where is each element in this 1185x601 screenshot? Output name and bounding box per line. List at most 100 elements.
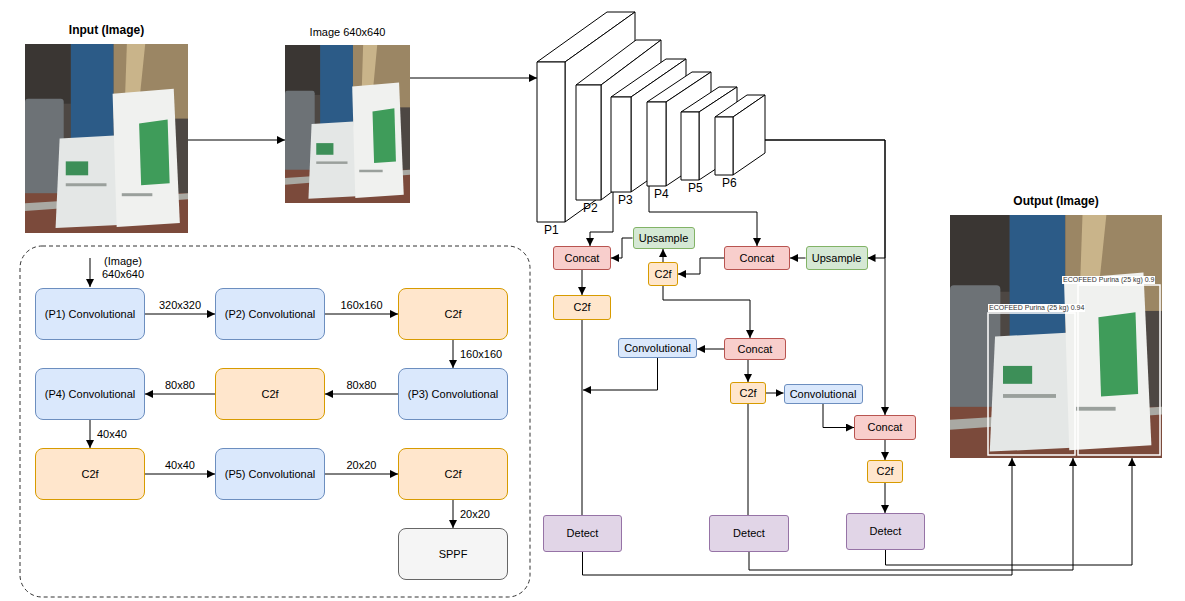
edge-label: 80x80 — [346, 379, 378, 392]
layer-label: P6 — [722, 177, 737, 191]
box-label: C2f — [444, 468, 461, 481]
detection-label: ECOFEED Purina (25 kg) 0.94 — [988, 304, 1085, 312]
connector — [823, 404, 854, 428]
block-face — [611, 97, 631, 192]
connector — [885, 483, 886, 513]
edge-label: 320x320 — [158, 299, 202, 312]
box-label: (P2) Convolutional — [225, 308, 316, 321]
block-face — [715, 117, 733, 175]
conv-box: (P5) Convolutional — [215, 448, 325, 500]
upsample-box: Upsample — [806, 246, 868, 270]
detect-box: Detect — [846, 513, 925, 550]
output-photo — [950, 215, 1162, 458]
image-node: Input (Image) — [25, 44, 188, 233]
box-label: Upsample — [639, 232, 689, 245]
connector — [325, 394, 398, 395]
image-node: Image 640x640 — [285, 45, 410, 203]
c2f-box: C2f — [553, 295, 611, 320]
box-label: Concat — [740, 252, 775, 265]
connector — [325, 474, 398, 475]
sppf-box: SPPF — [398, 528, 508, 580]
input-photo — [25, 44, 188, 233]
detect-box: Detect — [543, 515, 622, 552]
connector — [663, 286, 750, 338]
block-face — [681, 112, 699, 180]
c2f-box: C2f — [35, 448, 145, 500]
box-label: Concat — [738, 343, 773, 356]
connector — [885, 440, 886, 460]
block-face — [699, 87, 737, 180]
connector — [325, 314, 398, 315]
c2f-box: C2f — [215, 368, 325, 420]
connector — [748, 404, 749, 515]
connector — [582, 320, 583, 515]
box-label: (P5) Convolutional — [225, 468, 316, 481]
block-face — [647, 102, 666, 186]
connector — [583, 458, 1013, 575]
image-heading: Input (Image) — [69, 24, 144, 38]
box-label: Detect — [567, 527, 599, 540]
connector — [678, 258, 724, 274]
box-label: (P4) Convolutional — [45, 388, 136, 401]
c2f-box: C2f — [398, 288, 508, 340]
connector — [749, 458, 1073, 570]
box-label: Concat — [565, 252, 600, 265]
box-label: Upsample — [812, 252, 862, 265]
concat-box: Concat — [553, 246, 611, 270]
box-label: Convolutional — [624, 342, 691, 355]
conv-box: (P4) Convolutional — [35, 368, 145, 420]
box-label: Convolutional — [790, 388, 857, 401]
conv-box: Convolutional — [784, 384, 863, 404]
input-size-label: (Image) 640x640 — [97, 255, 149, 280]
image-heading: Output (Image) — [1013, 195, 1098, 209]
layer-label: P1 — [544, 224, 559, 238]
connector — [765, 140, 885, 258]
edge-label: 20x20 — [459, 508, 491, 521]
input-arrow — [90, 258, 91, 287]
detection-box — [1078, 285, 1160, 455]
image-node: Output (Image) — [950, 215, 1162, 458]
c2f-box: C2f — [730, 382, 766, 404]
connector — [583, 358, 658, 390]
connector — [90, 420, 91, 448]
connector — [188, 140, 285, 141]
connector — [410, 78, 537, 79]
connector — [766, 393, 784, 394]
resized-photo — [285, 45, 410, 203]
detect-box: Detect — [709, 515, 789, 552]
c2f-box: C2f — [648, 262, 678, 286]
connectors — [90, 78, 1132, 575]
edge-label: 40x40 — [164, 459, 196, 472]
block-outline — [715, 95, 765, 175]
c2f-box: C2f — [867, 460, 903, 483]
conv-box: (P1) Convolutional — [35, 288, 145, 340]
feature-map-block: P6 — [715, 95, 765, 175]
layer-label: P3 — [618, 194, 633, 208]
block-face — [576, 85, 601, 200]
connector — [663, 249, 664, 262]
edge-label: 160x160 — [459, 348, 503, 361]
connector — [582, 270, 583, 295]
connector — [453, 340, 454, 368]
box-label: Detect — [733, 527, 765, 540]
box-label: C2f — [261, 388, 278, 401]
connector — [765, 140, 885, 415]
conv-box: (P2) Convolutional — [215, 288, 325, 340]
connector — [145, 474, 215, 475]
edge-label: 40x40 — [96, 428, 128, 441]
box-label: C2f — [573, 301, 590, 314]
concat-box: Concat — [724, 338, 786, 360]
box-label: Concat — [868, 421, 903, 434]
connector — [453, 500, 454, 528]
box-label: C2f — [654, 268, 671, 281]
box-label: (P1) Convolutional — [45, 308, 136, 321]
connector — [145, 394, 215, 395]
detection-label: ECOFEED Purina (25 kg) 0.9 — [1062, 276, 1155, 284]
connector — [697, 349, 724, 350]
detection-box — [988, 313, 1075, 455]
box-label: Detect — [870, 525, 902, 538]
block-face — [565, 12, 635, 222]
upsample-box: Upsample — [633, 227, 695, 249]
concat-box: Concat — [724, 246, 790, 270]
